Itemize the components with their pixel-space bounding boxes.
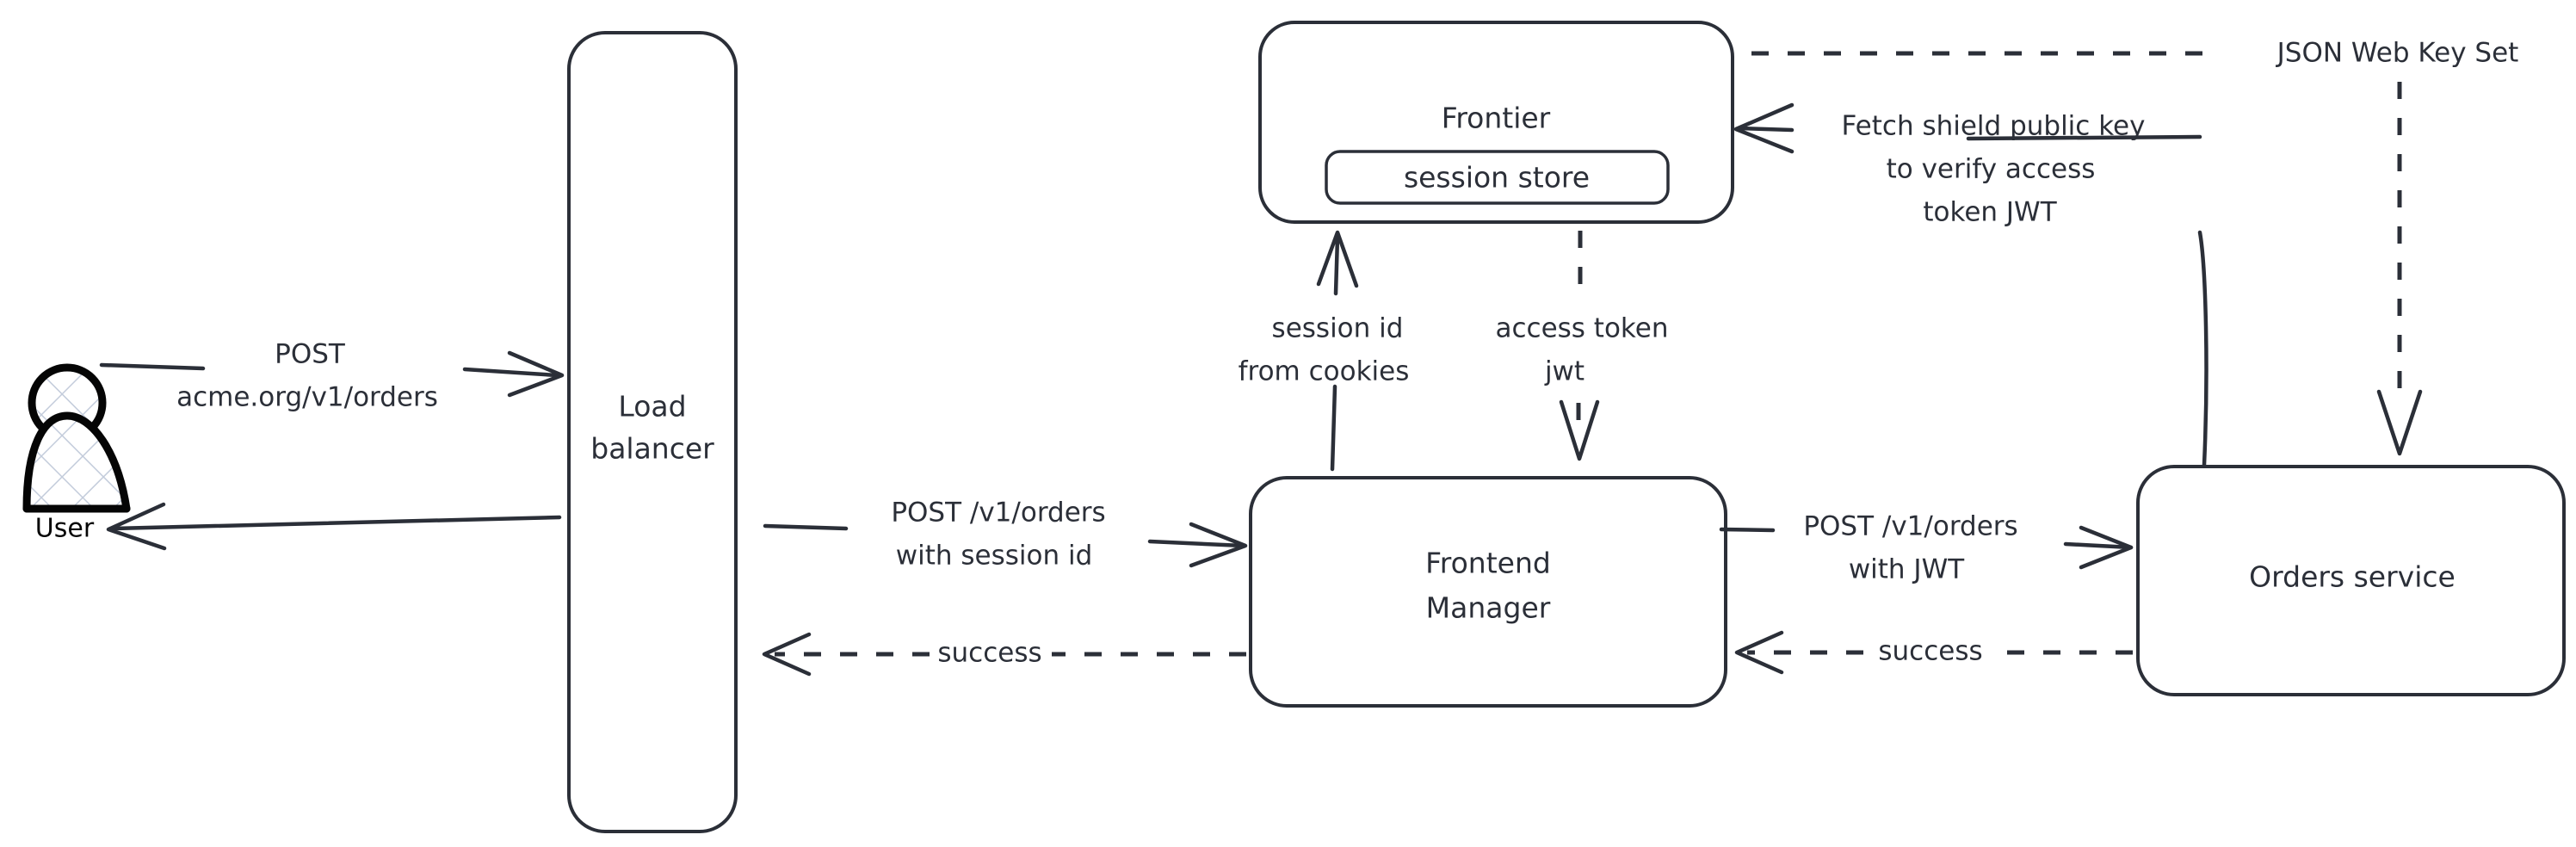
edge-user-to-lb-label-line2: acme.org/v1/orders [176, 382, 438, 413]
orders-service-box[interactable] [2136, 465, 2566, 696]
edge-frontend-manager-to-lb: success [762, 632, 1246, 677]
edge-jwks-label: JSON Web Key Set [2276, 38, 2519, 69]
session-store-box[interactable] [1325, 150, 1670, 205]
edge-frontier-to-orders-jwks: JSON Web Key Set [1751, 38, 2519, 456]
edge-orders-to-frontier-label-line1: Fetch shield public key [1842, 111, 2146, 142]
user-label: User [35, 514, 95, 544]
node-session-store[interactable]: session store [1325, 150, 1670, 205]
edge-fm-to-frontier-label-line2: from cookies [1239, 356, 1410, 387]
edge-fm-to-frontier: session id from cookies [1239, 230, 1410, 472]
edge-orders-to-frontier: Fetch shield public key to verify access… [1733, 102, 2208, 467]
orders-service-label: Orders service [2249, 560, 2456, 594]
node-orders-service[interactable]: Orders service [2136, 465, 2566, 696]
node-frontier[interactable]: Frontier session store [1258, 21, 1734, 224]
edge-fm-to-orders-label-line1: POST /v1/orders [1803, 511, 2017, 542]
session-store-label: session store [1404, 161, 1590, 195]
edge-frontier-to-fm: access token jwt [1495, 231, 1669, 461]
edge-user-to-lb-label-line1: POST [275, 339, 346, 370]
edge-fm-to-lb-label: success [937, 638, 1041, 669]
node-frontend-manager[interactable]: Frontend Manager [1249, 476, 1727, 708]
edge-orders-to-frontier-label-line2: to verify access [1887, 154, 2096, 185]
load-balancer-label-line1: Load [618, 390, 686, 424]
edge-orders-to-fm-label: success [1878, 636, 1982, 667]
edge-user-to-load-balancer: POST acme.org/v1/orders [99, 339, 565, 413]
node-load-balancer[interactable]: Load balancer [567, 31, 738, 833]
edge-orders-to-frontier-label-line3: token JWT [1923, 197, 2057, 228]
edge-orders-to-fm: success [1734, 630, 2133, 675]
frontend-manager-label-line1: Frontend [1425, 547, 1551, 580]
frontend-manager-box[interactable] [1249, 476, 1727, 708]
edge-lb-to-fm-label-line1: POST /v1/orders [891, 498, 1105, 529]
load-balancer-label-line2: balancer [590, 432, 714, 466]
edge-frontier-to-fm-label-line2: jwt [1544, 356, 1585, 387]
edge-fm-to-orders-label-line2: with JWT [1849, 554, 1965, 585]
user-icon [22, 363, 131, 513]
edge-load-balancer-to-user [106, 502, 562, 551]
edge-lb-to-frontend-manager: POST /v1/orders with session id [763, 498, 1248, 572]
frontier-label: Frontier [1442, 102, 1551, 135]
edge-frontier-to-fm-label-line1: access token [1495, 313, 1668, 344]
load-balancer-box[interactable] [567, 31, 738, 833]
edge-fm-to-frontier-label-line1: session id [1272, 313, 1404, 344]
edge-fm-to-orders: POST /v1/orders with JWT [1719, 511, 2134, 585]
user-actor: User [22, 363, 131, 544]
edge-lb-to-fm-label-line2: with session id [896, 541, 1093, 572]
frontend-manager-label-line2: Manager [1426, 591, 1551, 625]
